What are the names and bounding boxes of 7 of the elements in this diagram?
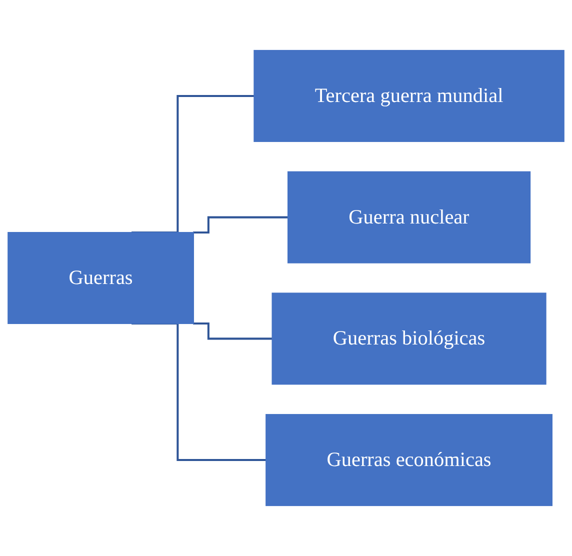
node-box: Tercera guerra mundial [254, 50, 564, 142]
node-box: Guerras [8, 232, 194, 324]
connector [193, 322, 272, 340]
node-box: Guerra nuclear [287, 171, 531, 264]
connector [193, 216, 288, 234]
node-box: Guerras biológicas [272, 292, 546, 385]
node-box: Guerras económicas [266, 414, 552, 506]
